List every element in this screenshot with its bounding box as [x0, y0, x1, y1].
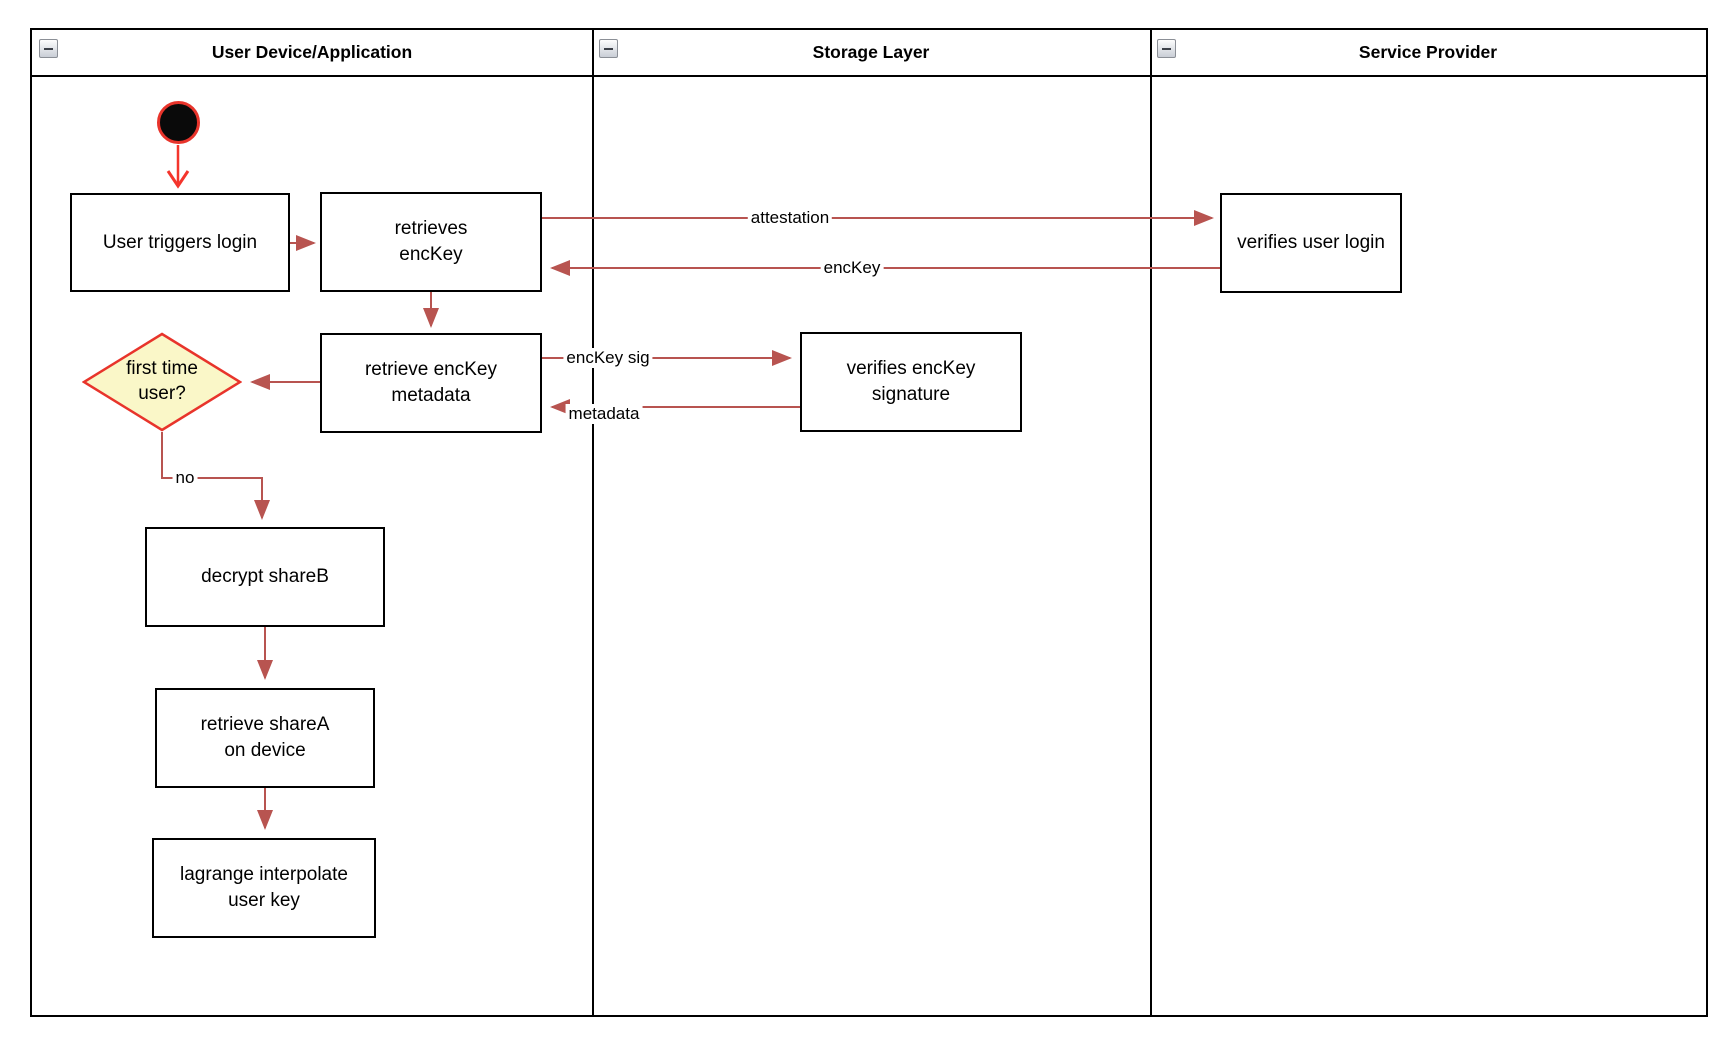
activity-decrypt-shareb[interactable]: decrypt shareB: [145, 527, 385, 627]
activity-label: verifies encKey signature: [846, 358, 976, 405]
activity-verifies-user-login[interactable]: verifies user login: [1220, 193, 1402, 293]
minus-glyph: [44, 47, 53, 50]
lane-title-user-device: User Device/Application: [211, 42, 413, 62]
decision-first-time-user[interactable]: first time user?: [81, 332, 243, 432]
minus-glyph: [604, 47, 613, 50]
activity-label: decrypt shareB: [201, 566, 329, 588]
decision-shape: [81, 332, 243, 432]
activity-label: retrieve shareA on device: [200, 714, 330, 761]
activity-label: verifies user login: [1237, 232, 1385, 254]
activity-lagrange-interpolate[interactable]: lagrange interpolate user key: [152, 838, 376, 938]
activity-retrieves-enckey[interactable]: retrieves encKey: [320, 192, 542, 292]
activity-user-triggers-login[interactable]: User triggers login: [70, 193, 290, 292]
edge-label-no: no: [172, 468, 198, 488]
lane-header-divider: [32, 75, 1706, 77]
lane-divider: [592, 30, 594, 1015]
activity-label: retrieve encKey metadata: [364, 359, 497, 406]
activity-label: User triggers login: [102, 231, 258, 253]
activity-label: lagrange interpolate user key: [180, 864, 348, 911]
collapse-minus-icon[interactable]: [599, 39, 618, 58]
swimlane-pool: User Device/Application Storage Layer Se…: [30, 28, 1708, 1017]
activity-retrieve-sharea[interactable]: retrieve shareA on device: [155, 688, 375, 788]
collapse-minus-icon[interactable]: [1157, 39, 1176, 58]
decision-label: first time user?: [126, 358, 198, 404]
collapse-minus-icon[interactable]: [39, 39, 58, 58]
minus-glyph: [1162, 47, 1171, 50]
activity-label: retrieves encKey: [394, 218, 468, 265]
activity-verifies-enckey-signature[interactable]: verifies encKey signature: [800, 332, 1022, 432]
edge-label-metadata: metadata: [565, 404, 643, 424]
edge-label-attestation: attestation: [747, 208, 833, 228]
activity-retrieve-enckey-metadata[interactable]: retrieve encKey metadata: [320, 333, 542, 433]
edge-label-enckey-sig: encKey sig: [563, 348, 653, 368]
lane-title-storage-layer: Storage Layer: [812, 42, 930, 62]
lane-divider: [1150, 30, 1152, 1015]
lane-title-service-provider: Service Provider: [1358, 42, 1498, 62]
edge-label-enckey: encKey: [820, 258, 884, 278]
initial-node[interactable]: [157, 101, 200, 144]
